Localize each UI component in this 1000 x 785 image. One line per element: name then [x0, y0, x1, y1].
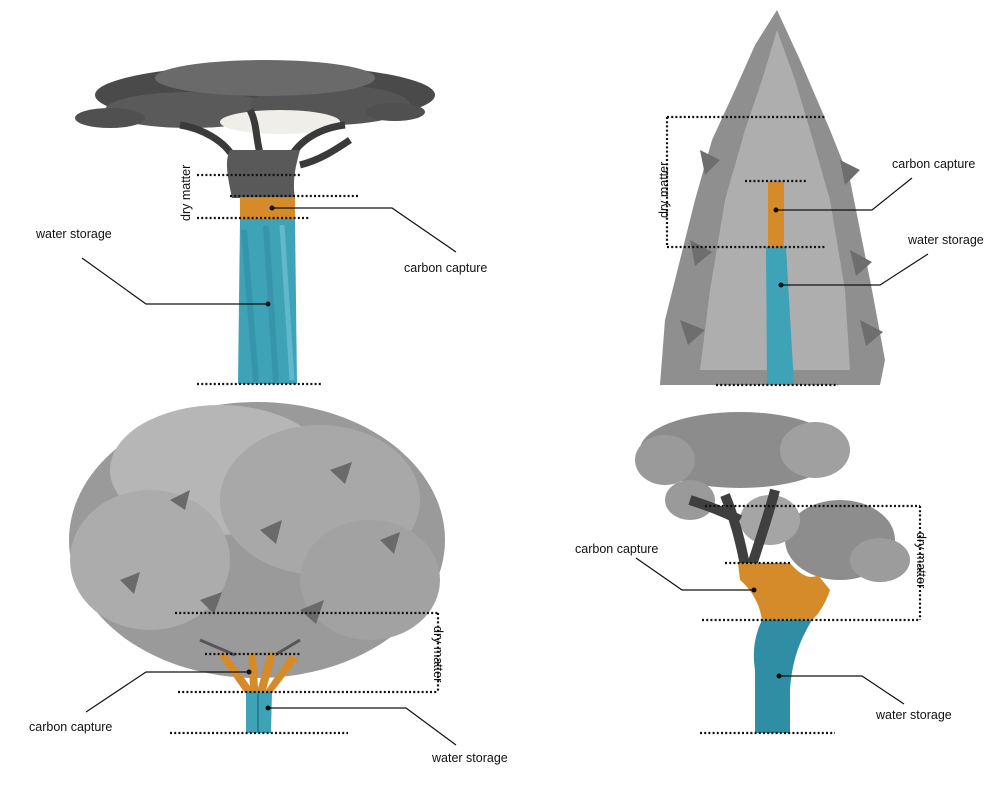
baobab-carbon-band	[240, 197, 295, 219]
gnarled-water-label: water storage	[875, 708, 952, 722]
gnarled-water-leader	[779, 675, 905, 705]
baobab-water-label: water storage	[35, 227, 112, 241]
baobab-carbon-label: carbon capture	[404, 261, 487, 275]
broadleaf-carbon-label: carbon capture	[29, 720, 112, 734]
broadleaf-carbon-branches	[218, 652, 298, 693]
baobab-carbon-leader	[272, 207, 457, 253]
broadleaf-water-leader	[268, 707, 457, 746]
tree-gnarled: dry matter carbon capture water storage	[575, 412, 952, 735]
baobab-water-leader	[81, 257, 268, 305]
baobab-upper-trunk	[226, 150, 300, 198]
gnarled-carbon-leader	[635, 557, 754, 591]
tree-conifer: dry matter carbon capture water storage	[657, 10, 984, 387]
conifer-carbon-label: carbon capture	[892, 157, 975, 171]
baobab-canopy	[75, 60, 435, 169]
conifer-water-label: water storage	[907, 233, 984, 247]
tree-broadleaf: dry matter carbon capture water storage	[29, 402, 508, 765]
conifer-carbon-leader	[776, 177, 913, 211]
broadleaf-carbon-leader	[85, 671, 249, 713]
broadleaf-canopy	[69, 402, 445, 678]
conifer-dry-matter-label: dry matter	[657, 162, 671, 218]
conifer-water-trunk	[766, 247, 794, 384]
gnarled-carbon-band	[738, 563, 830, 620]
tree-baobab: dry matter carbon capture water storage	[35, 60, 487, 386]
gnarled-dry-matter-label: dry matter	[914, 532, 928, 588]
broadleaf-dry-matter-label: dry matter	[431, 626, 445, 682]
baobab-dry-matter-label: dry matter	[179, 165, 193, 221]
broadleaf-water-label: water storage	[431, 751, 508, 765]
conifer-carbon-band	[768, 181, 784, 247]
gnarled-canopy	[635, 412, 910, 582]
conifer-water-leader	[781, 253, 929, 286]
gnarled-carbon-label: carbon capture	[575, 542, 658, 556]
